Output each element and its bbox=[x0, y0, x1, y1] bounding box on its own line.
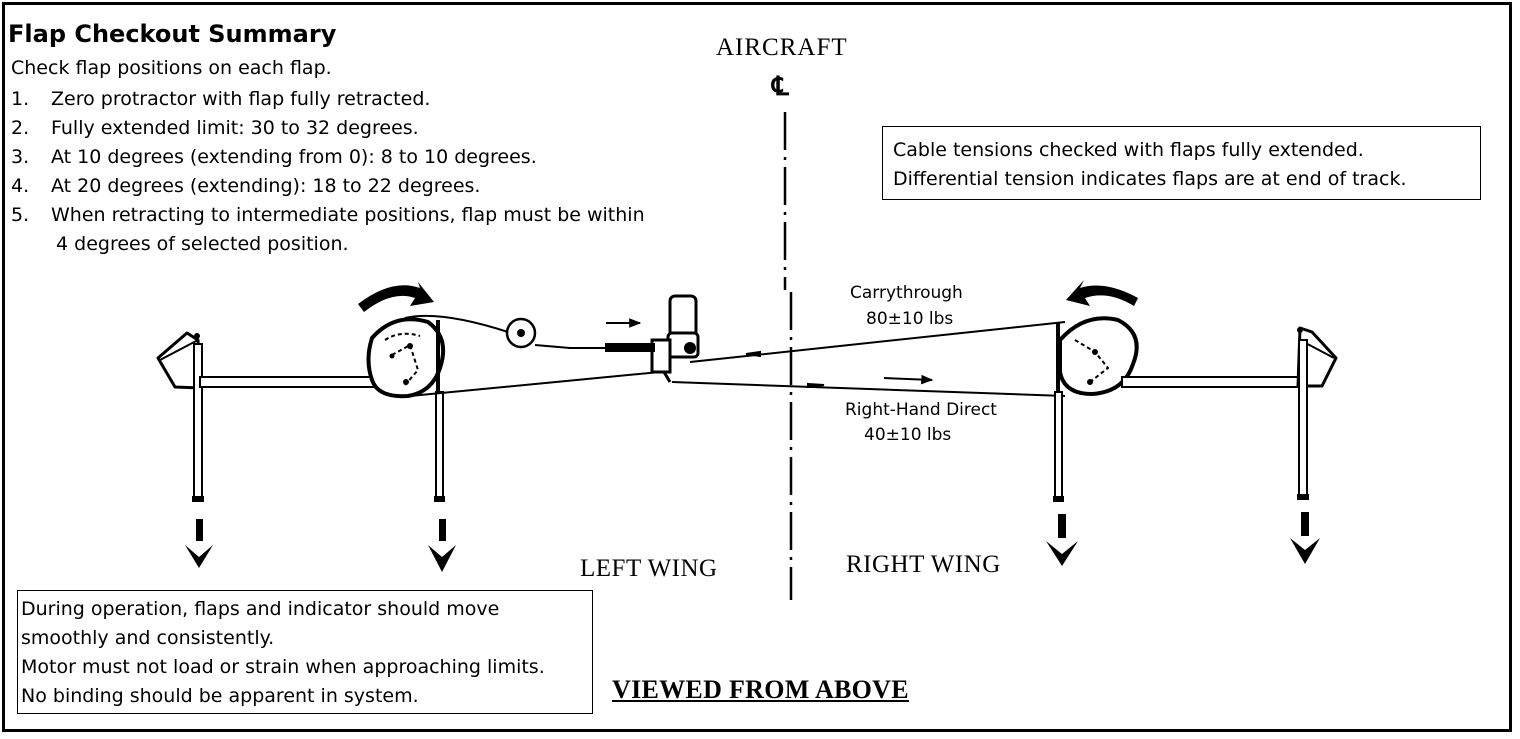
viewed-from-above-label: VIEWED FROM ABOVE bbox=[612, 675, 909, 704]
checkout-steps-list: 1.Zero protractor with flap fully retrac… bbox=[11, 85, 645, 255]
carrythrough-tension: 80±10 lbs bbox=[866, 309, 954, 329]
left-inboard-bellcrank-icon bbox=[366, 317, 445, 399]
down-arrow-icon bbox=[185, 519, 213, 568]
right-inboard-bellcrank-icon bbox=[1056, 316, 1139, 397]
rh-direct-label: Right-Hand Direct bbox=[845, 400, 997, 420]
carrythrough-label: Carrythrough bbox=[850, 283, 963, 303]
down-arrow-icon bbox=[428, 519, 456, 572]
checkout-step: 3.At 10 degrees (extending from 0): 8 to… bbox=[11, 146, 537, 168]
down-arrow-icon bbox=[1046, 514, 1078, 566]
right-outboard-pushrod bbox=[1297, 339, 1309, 500]
right-rotation-arrow-icon bbox=[1066, 280, 1138, 306]
centerline-symbol: ℄ bbox=[772, 72, 789, 101]
cable-note-line: Cable tensions checked with flaps fully … bbox=[893, 139, 1364, 161]
idler-pulley-icon bbox=[505, 317, 537, 349]
down-arrow-icon bbox=[1290, 512, 1320, 564]
checkout-step: 2.Fully extended limit: 30 to 32 degrees… bbox=[11, 117, 419, 139]
operation-note: During operation, flaps and indicator sh… bbox=[17, 590, 593, 714]
aircraft-centerline bbox=[783, 112, 793, 600]
summary-title: Flap Checkout Summary bbox=[8, 20, 337, 48]
operation-note-line: smoothly and consistently. bbox=[21, 627, 275, 649]
operation-note-line: During operation, flaps and indicator sh… bbox=[21, 598, 500, 620]
cable-direction-arrow-icon bbox=[883, 374, 934, 385]
cable-note-line: Differential tension indicates flaps are… bbox=[893, 168, 1407, 190]
cable-tension-note: Cable tensions checked with flaps fully … bbox=[882, 126, 1481, 200]
left-inboard-pushrod bbox=[434, 391, 445, 502]
checkout-step: 1.Zero protractor with flap fully retrac… bbox=[11, 88, 431, 110]
left-outboard-pushrod bbox=[192, 343, 204, 502]
summary-intro: Check flap positions on each flap. bbox=[11, 57, 332, 79]
right-torque-tube bbox=[1121, 376, 1303, 388]
flap-cables bbox=[404, 314, 1066, 397]
checkout-step-continuation: 4 degrees of selected position. bbox=[56, 233, 349, 255]
operation-note-line: No binding should be apparent in system. bbox=[21, 685, 419, 707]
flap-actuator-motor-icon bbox=[568, 294, 700, 383]
right-wing-label: RIGHT WING bbox=[846, 551, 1001, 578]
left-rotation-arrow-icon bbox=[358, 282, 434, 312]
operation-note-line: Motor must not load or strain when appro… bbox=[21, 656, 545, 678]
left-torque-tube bbox=[199, 376, 386, 388]
aircraft-label: AIRCRAFT bbox=[716, 34, 848, 61]
checkout-step: 4.At 20 degrees (extending): 18 to 22 de… bbox=[11, 175, 481, 197]
right-inboard-pushrod bbox=[1053, 391, 1064, 502]
checkout-step: 5.When retracting to intermediate positi… bbox=[11, 201, 645, 255]
left-wing-label: LEFT WING bbox=[580, 555, 718, 582]
rh-direct-tension: 40±10 lbs bbox=[864, 425, 952, 445]
